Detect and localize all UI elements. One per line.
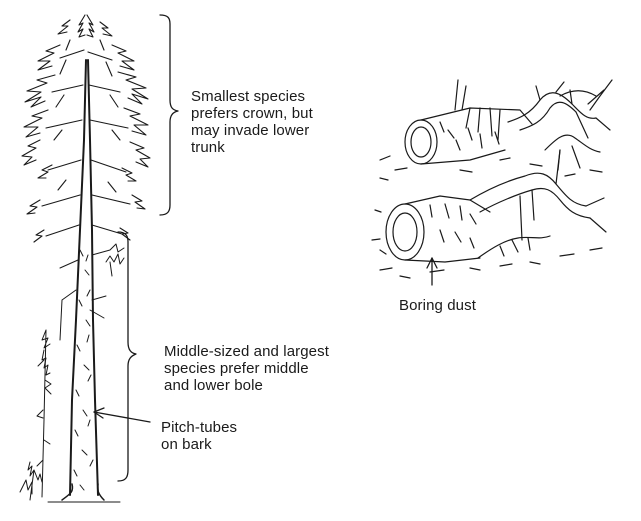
pine-tree-illustration: [20, 15, 150, 502]
boring-dust-label: Boring dust: [399, 297, 476, 314]
crown-label-line: may invade lower: [191, 122, 313, 139]
crown-label-line: trunk: [191, 139, 313, 156]
crown-label-line: prefers crown, but: [191, 105, 313, 122]
pitch-tubes-label: Pitch-tubes on bark: [161, 419, 237, 453]
bole-brace: [118, 232, 136, 481]
bole-label-line: Middle-sized and largest: [164, 343, 329, 360]
bole-label-line: and lower bole: [164, 377, 329, 394]
crown-label-line: Smallest species: [191, 88, 313, 105]
pitch-tubes-label-line: on bark: [161, 436, 237, 453]
crown-brace: [160, 15, 178, 215]
boring-dust-label-line: Boring dust: [399, 297, 476, 314]
pitch-tubes-label-line: Pitch-tubes: [161, 419, 237, 436]
pitch-tubes-arrow: [94, 408, 150, 422]
bark-gallery-illustration: [372, 80, 612, 278]
bole-label-line: species prefer middle: [164, 360, 329, 377]
bole-label: Middle-sized and largest species prefer …: [164, 343, 329, 394]
crown-label: Smallest species prefers crown, but may …: [191, 88, 313, 156]
